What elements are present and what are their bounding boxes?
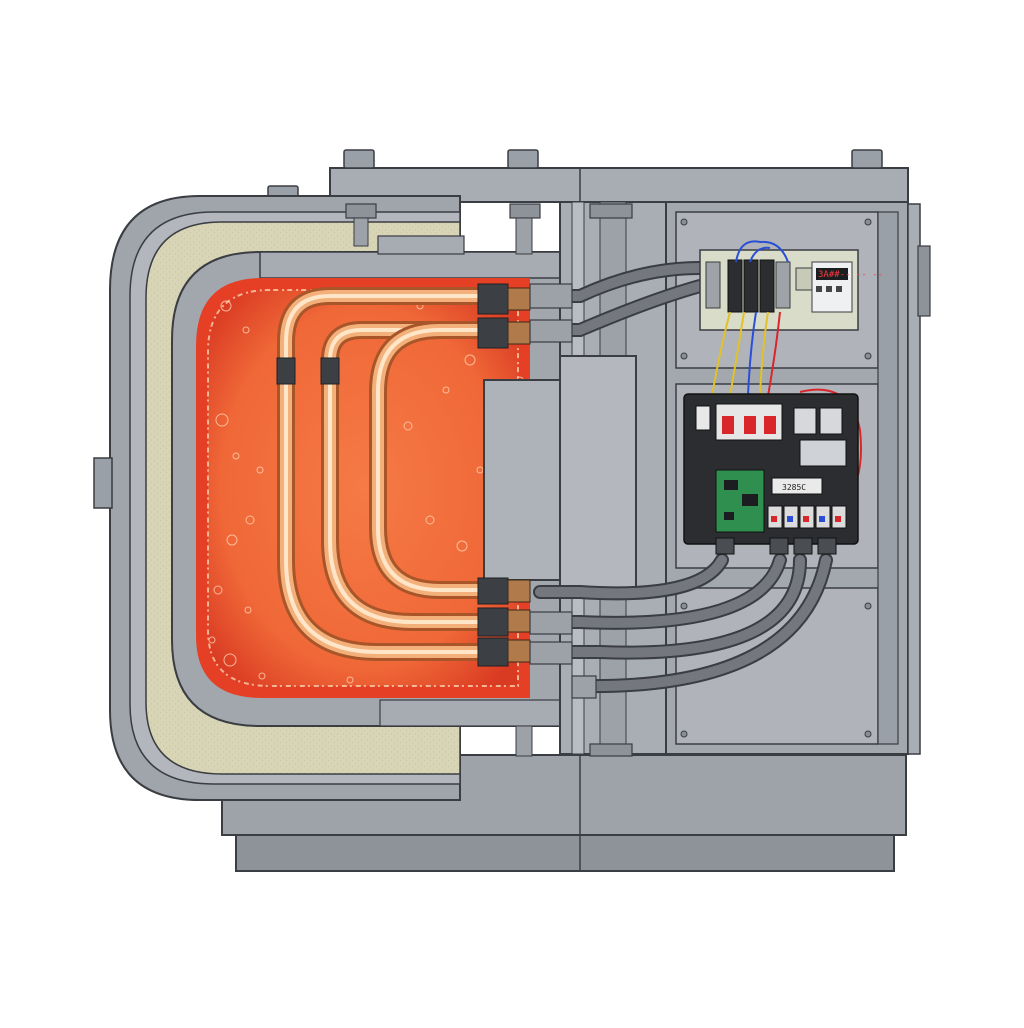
- coil-terminal: [477, 637, 531, 667]
- hose-fitting: [529, 641, 573, 665]
- bubble: [208, 636, 216, 644]
- coil-terminal: [477, 317, 531, 349]
- slag-crust: [207, 289, 519, 687]
- gas-bubbles: [208, 295, 524, 684]
- power-controller-unit: 3285C: [683, 393, 859, 555]
- coil-terminal: [477, 283, 531, 315]
- coil-terminal: [477, 577, 531, 605]
- bubble: [242, 326, 250, 334]
- side-port: [93, 457, 113, 509]
- bubble: [442, 386, 450, 394]
- bubble: [215, 413, 229, 427]
- hose-fitting: [529, 283, 573, 309]
- hose-fitting: [571, 675, 597, 699]
- coil-terminals: [477, 283, 531, 667]
- induction-coils: [276, 287, 486, 661]
- bubble: [220, 300, 232, 312]
- bubble: [258, 672, 266, 680]
- bubble: [256, 466, 264, 474]
- bubble: [245, 515, 255, 525]
- crucible-lid: [259, 251, 561, 279]
- coil-clamp: [320, 357, 340, 385]
- pillar-clamp: [589, 743, 633, 757]
- controller-label: 3285C: [782, 483, 806, 492]
- hose-fitting: [529, 319, 573, 343]
- bubble: [403, 421, 413, 431]
- bubble: [425, 515, 435, 525]
- bubble: [464, 354, 476, 366]
- hose-fitting: [529, 611, 573, 635]
- top-bolt: [851, 149, 883, 169]
- terminal-board: 3A##-- -- --: [699, 240, 883, 331]
- control-pcb: [715, 469, 765, 533]
- terminal-strip: [767, 505, 847, 529]
- bubble: [232, 452, 240, 460]
- top-bolt: [343, 149, 375, 169]
- top-bolt: [507, 149, 539, 169]
- bubble: [346, 676, 354, 684]
- top-frame: [267, 149, 909, 203]
- temperature-display: 3A##-- -- --: [811, 261, 883, 313]
- bubble: [226, 534, 238, 546]
- pillar-clamp: [589, 203, 633, 219]
- core-yoke: [483, 379, 561, 581]
- bubble: [223, 653, 237, 667]
- display-readout: 3A##-- -- --: [818, 270, 883, 280]
- coolant-hoses: [529, 261, 833, 699]
- rod-clamp: [509, 203, 541, 219]
- bubble: [213, 585, 223, 595]
- bubble: [456, 540, 468, 552]
- coil-clamp: [276, 357, 296, 385]
- cabinet-handle: [917, 245, 931, 317]
- bubble: [244, 606, 252, 614]
- coil-terminal: [477, 607, 531, 637]
